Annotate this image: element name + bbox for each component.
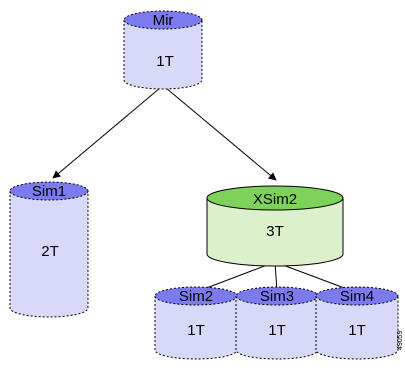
- volume-capacity-sim2: 1T: [187, 322, 205, 339]
- arrow-mir-to-sim1: [52, 87, 161, 179]
- volume-name-xsim2: XSim2: [253, 191, 297, 208]
- volume-capacity-mir: 1T: [156, 53, 174, 70]
- cylinder-sim2: Sim2 1T: [154, 286, 238, 360]
- volume-name-mir: Mir: [153, 12, 174, 29]
- line-xsim2-to-sim4: [274, 261, 356, 293]
- volume-capacity-xsim2: 3T: [266, 223, 284, 240]
- cylinder-sim1: Sim1 2T: [9, 181, 89, 318]
- cylinder-xsim2: XSim2 3T: [206, 185, 344, 267]
- line-xsim2-to-sim2: [195, 261, 276, 293]
- line-xsim2-to-sim3: [274, 261, 278, 292]
- volume-name-sim3: Sim3: [260, 288, 294, 305]
- figure-id: 49059: [397, 330, 404, 350]
- arrow-mir-to-xsim2: [165, 87, 277, 181]
- volume-name-sim4: Sim4: [340, 288, 374, 305]
- volume-capacity-sim1: 2T: [41, 243, 59, 260]
- volume-capacity-sim3: 1T: [268, 322, 286, 339]
- cylinder-mir: Mir 1T: [123, 10, 203, 90]
- cylinder-sim3: Sim3 1T: [235, 286, 319, 360]
- volume-name-sim2: Sim2: [179, 288, 213, 305]
- cylinder-sim4: Sim4 1T: [315, 286, 399, 360]
- volume-name-sim1: Sim1: [32, 183, 66, 200]
- volume-capacity-sim4: 1T: [348, 322, 366, 339]
